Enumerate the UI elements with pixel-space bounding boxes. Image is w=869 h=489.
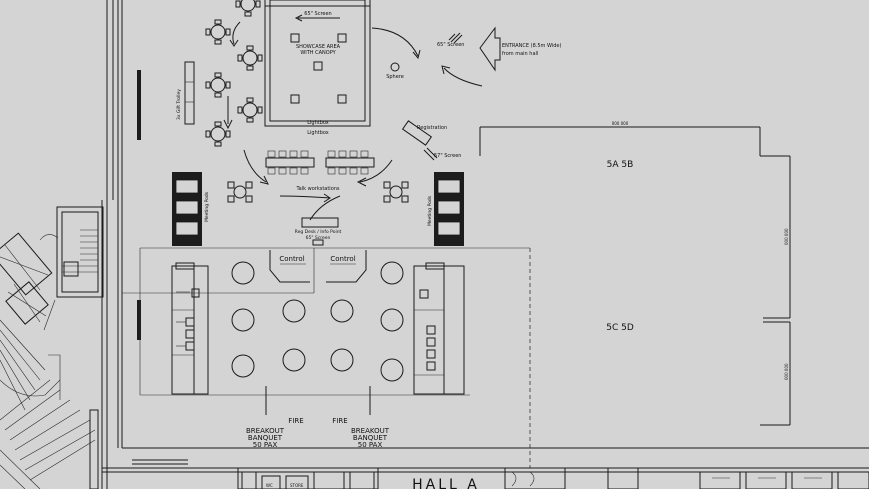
lightbox-label-2: Lightbox (307, 130, 329, 136)
meeting-pods-left-label: Meeting Pods (204, 191, 210, 222)
reg-desk-label-2: 65" Screen (306, 235, 331, 241)
reg-desk-label-1: Reg Desk / Info Point (295, 229, 342, 235)
lounge-seats (227, 181, 409, 203)
room-5a5b-label: 5A 5B (607, 160, 634, 170)
wc-label: WC (266, 483, 273, 488)
hall-a-label: HALL A (412, 477, 480, 489)
registration-desk: Registration 57" Screen (401, 120, 461, 161)
breakout-right-label-3: 50 PAX (358, 441, 383, 449)
building-walls (101, 0, 869, 489)
hall-width-label: 000 000 (612, 121, 629, 126)
entrance-area: Sphere 65" Screen ENTRANCE (8.5m Wide) f… (371, 26, 561, 87)
screen-57-label: 57" Screen (434, 153, 461, 159)
breakout-left-label-2: BANQUET (248, 434, 283, 442)
stairwell (0, 206, 104, 489)
breakout-left-label-1: BREAKOUT (246, 427, 285, 435)
dim-right-1: 000 000 (784, 228, 789, 245)
meeting-pods-right-label: Meeting Pods (427, 195, 433, 226)
sphere-label: Sphere (386, 74, 404, 80)
screen-top-label: 65" Screen (304, 11, 331, 17)
showcase-area: 65" Screen SHOWCASE AREA WITH CANOPY Lig… (264, 0, 371, 136)
dim-right-2: 000 000 (784, 363, 789, 380)
registration-label: Registration (417, 125, 447, 131)
bottom-rooms: WC STORE HALL A (237, 467, 869, 489)
talk-workstations-label: Talk workstations (295, 186, 339, 192)
lightbox-label-1: Lightbox (307, 120, 329, 126)
control-right-label: Control (330, 255, 355, 263)
screen-65-label: 65" Screen (437, 42, 464, 48)
meeting-pods-left: Meeting Pods (172, 172, 210, 246)
trolley-label: 3x Gift Trolley (176, 89, 182, 120)
lounge-table-groups (205, 0, 263, 147)
entrance-label-1: ENTRANCE (8.5m Wide) (502, 43, 561, 49)
breakout-left-label-3: 50 PAX (253, 441, 278, 449)
breakout-right-label-2: BANQUET (353, 434, 388, 442)
workstations: Talk workstations (243, 149, 393, 221)
rooms-5: 000 000 000 000 000 000 5A 5B 5C 5D (479, 121, 791, 426)
showcase-label-2: WITH CANOPY (300, 50, 336, 56)
breakout-right-label-1: BREAKOUT (351, 427, 390, 435)
breakout-hall: Control Control (122, 247, 531, 468)
entrance-label-2: from main hall (502, 51, 538, 57)
gift-trolley: 3x Gift Trolley (176, 61, 195, 125)
showcase-label-1: SHOWCASE AREA (296, 44, 341, 50)
store-label: STORE (290, 483, 304, 488)
control-left-label: Control (279, 255, 304, 263)
fire-left-label: FIRE (288, 417, 303, 425)
room-5c5d-label: 5C 5D (606, 323, 634, 333)
meeting-pods-right: Meeting Pods (427, 172, 464, 246)
fire-right-label: FIRE (332, 417, 347, 425)
info-point: Reg Desk / Info Point 65" Screen (295, 217, 342, 246)
